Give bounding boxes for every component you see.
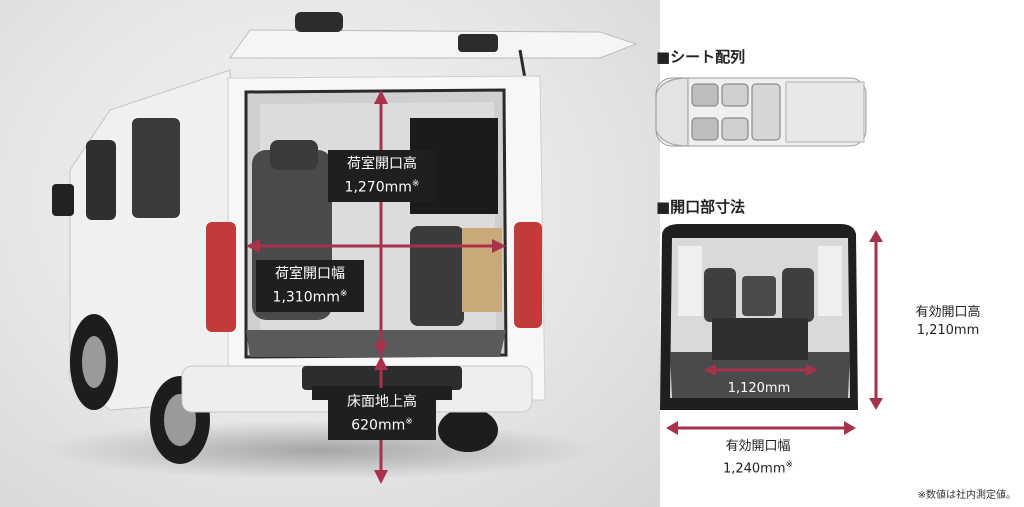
footnote: ※数値は社内測定値。 — [917, 490, 1016, 501]
effective-width-label: 有効開口幅 1,240mm※ — [698, 438, 818, 478]
floor-height-label: 床面地上高 620mm※ — [328, 388, 436, 440]
inner-width-label: 1,120mm — [716, 380, 802, 398]
floor-height-name: 床面地上高 — [347, 394, 417, 410]
effective-width-mark: ※ — [785, 460, 794, 470]
cargo-height-label: 荷室開口高 1,270mm※ — [328, 150, 436, 202]
floor-height-value: 620mm — [351, 417, 406, 434]
effective-width-name: 有効開口幅 — [725, 439, 791, 454]
cargo-width-label: 荷室開口幅 1,310mm※ — [256, 260, 364, 312]
van-illustration — [52, 12, 638, 484]
effective-height-name: 有効開口高 — [915, 305, 981, 320]
effective-height-label: 有効開口高 1,210mm — [888, 304, 1008, 340]
effective-height-value: 1,210mm — [916, 323, 980, 338]
opening-dimensions-title: ■開口部寸法 — [656, 198, 746, 216]
cargo-height-mark: ※ — [411, 179, 420, 189]
seat-layout-diagram — [655, 77, 867, 147]
seat-layout-title: ■シート配列 — [656, 48, 746, 66]
inner-width-value: 1,120mm — [727, 381, 791, 396]
cargo-height-name: 荷室開口高 — [347, 156, 417, 172]
effective-width-arrow — [666, 421, 856, 435]
van-shadow — [40, 420, 600, 480]
opening-rear-view — [660, 224, 858, 410]
effective-width-value: 1,240mm — [722, 461, 786, 477]
cargo-width-name: 荷室開口幅 — [275, 266, 345, 282]
cargo-width-mark: ※ — [339, 289, 348, 299]
effective-height-arrow — [869, 230, 883, 410]
cargo-height-value: 1,270mm — [344, 179, 412, 196]
floor-height-mark: ※ — [405, 417, 413, 427]
cargo-width-value: 1,310mm — [272, 289, 340, 306]
